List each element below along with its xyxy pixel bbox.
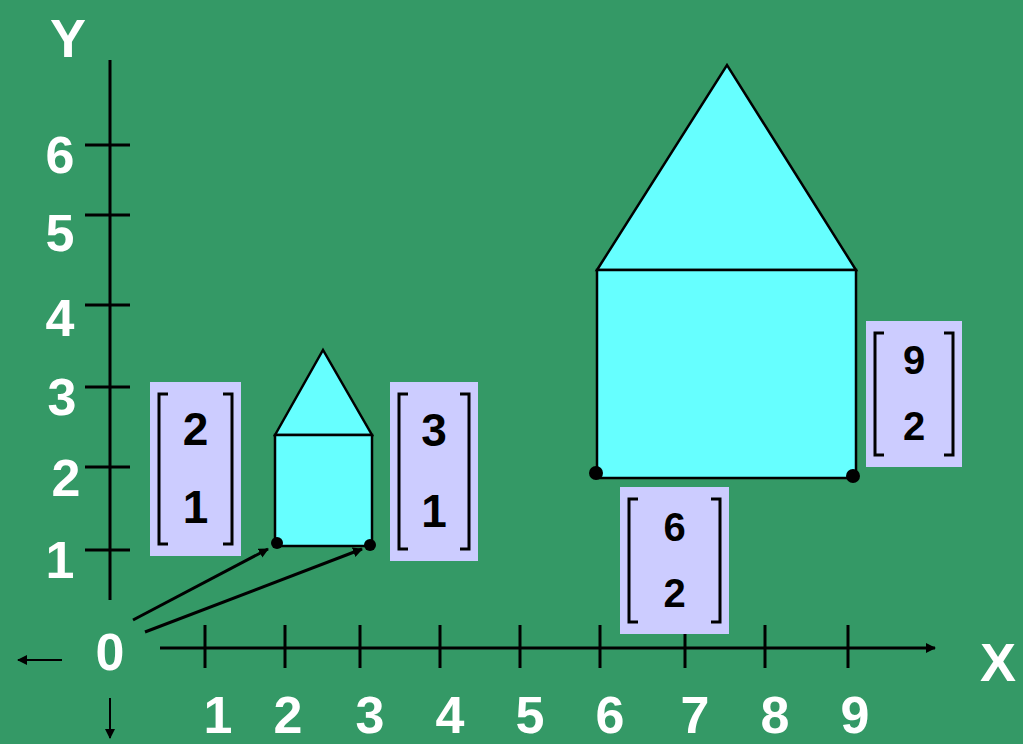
axis-number: 4 — [46, 292, 75, 344]
axis-number: 3 — [48, 371, 77, 423]
house-figures — [275, 65, 856, 546]
vector-component: 6 — [620, 507, 729, 547]
vector-component: 3 — [390, 407, 478, 453]
axis-number: 1 — [204, 689, 233, 741]
vector-component: 9 — [866, 340, 962, 380]
axis-number: 5 — [46, 207, 75, 259]
axis-number: 6 — [596, 689, 625, 741]
axis-name: Y — [50, 11, 86, 65]
vector-component: 2 — [866, 406, 962, 446]
vector-box: 62 — [620, 487, 729, 634]
vector-component: 1 — [390, 488, 478, 534]
axis-number: 2 — [52, 452, 81, 504]
origin-label: 0 — [96, 626, 125, 678]
vector-component: 2 — [150, 406, 241, 452]
axis-number: 9 — [841, 689, 870, 741]
vertex-dots — [271, 466, 860, 551]
axis-number: 6 — [46, 129, 75, 181]
axis-number: 4 — [436, 689, 465, 741]
axis-number: 2 — [274, 689, 303, 741]
axis-number: 3 — [356, 689, 385, 741]
axis-number: 8 — [761, 689, 790, 741]
axes — [18, 60, 935, 738]
axis-number: 1 — [46, 534, 75, 586]
vector-box: 31 — [390, 382, 478, 561]
axis-name: X — [980, 635, 1016, 689]
axis-number: 7 — [681, 689, 710, 741]
position-vectors — [133, 549, 362, 632]
axis-number: 5 — [516, 689, 545, 741]
vector-component: 2 — [620, 573, 729, 613]
vector-component: 1 — [150, 484, 241, 530]
vector-box: 21 — [150, 382, 241, 556]
vector-box: 92 — [866, 321, 962, 467]
